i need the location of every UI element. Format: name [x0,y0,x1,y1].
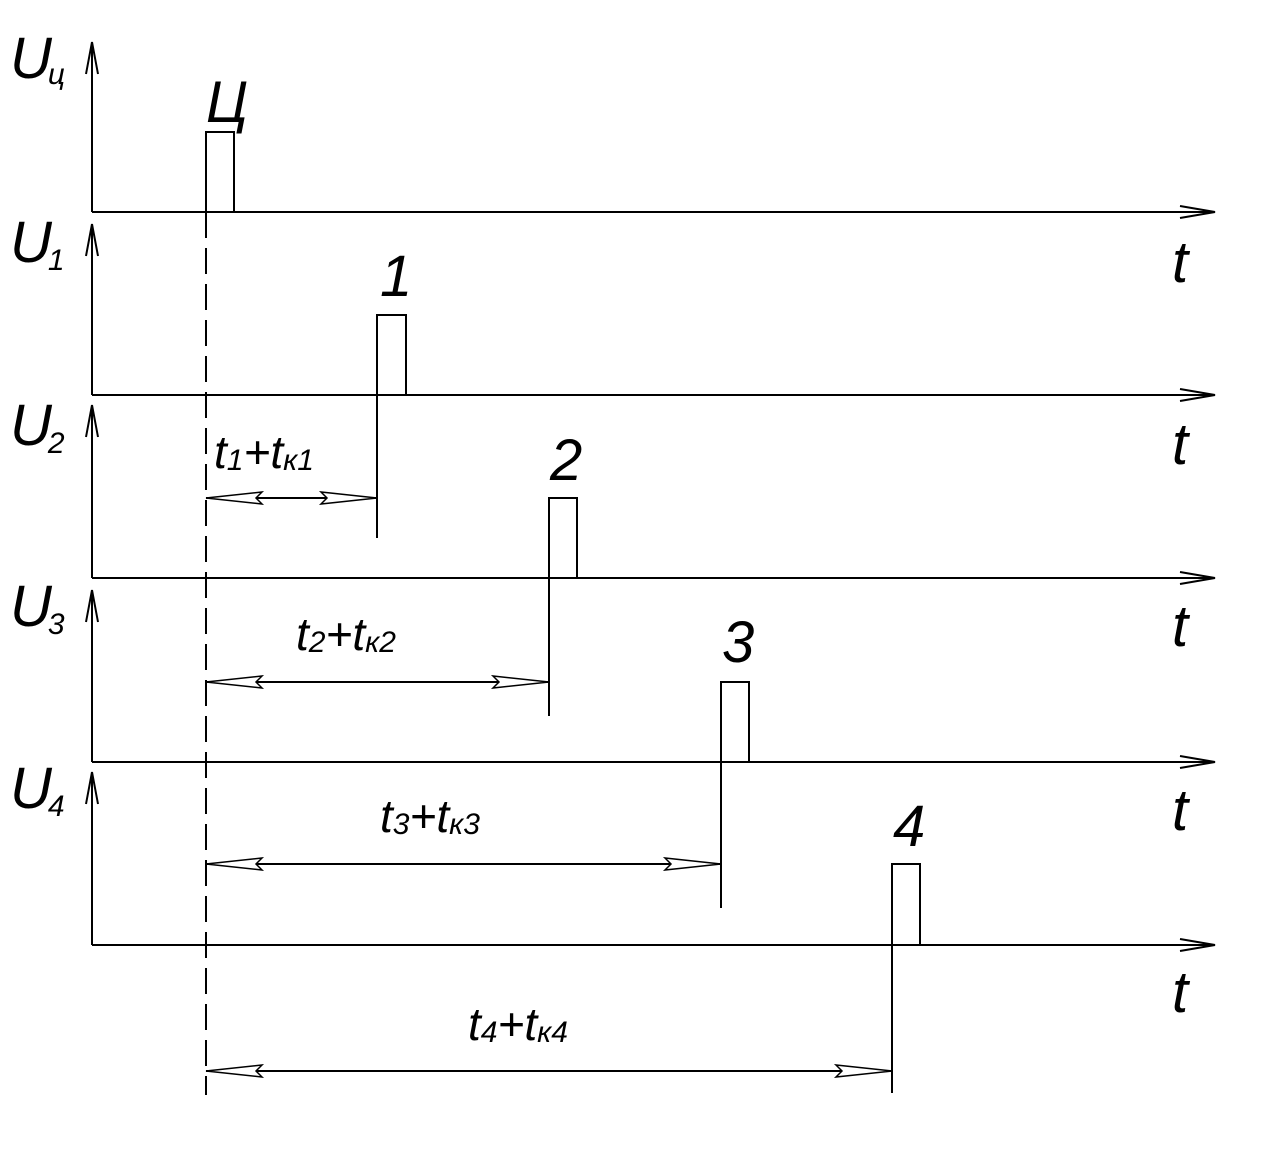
signal-label-c: Uц [10,26,65,91]
signal-row-1: U1 1 t [10,210,1216,538]
interval-2-arrow-right [490,675,550,689]
time-axis-arrow-4 [1179,938,1216,952]
signal-row-4: U4 4 t t [10,756,1216,1093]
signal-row-3: U3 3 t [10,574,1216,908]
y-axis-arrow-4 [85,771,99,805]
interval-1-arrow-left [205,491,265,505]
pulse-label-4: 4 [893,794,925,859]
interval-1-label: t1+tк1 [214,426,314,478]
time-axis-arrow-1 [1179,388,1216,402]
signal-row-c: Uц Ц [10,26,1216,219]
signal-label-3: U3 [10,574,65,641]
pulse-c [205,131,235,212]
time-axis-arrow-2 [1179,571,1216,585]
interval-2-label: t2+tк2 [296,608,396,660]
signal-label-2: U2 [10,393,65,460]
interval-4-arrow-right [833,1064,893,1078]
y-axis-arrow-3 [85,589,99,623]
interval-3-label: t3+tк3 [380,790,480,842]
interval-1-arrow-right [318,491,378,505]
time-axis-arrow-3 [1179,755,1216,769]
pulse-2 [548,497,578,578]
time-axis-arrow-c [1179,205,1216,219]
time-label-3: t [1172,778,1191,843]
interval-4-label: t4+tк4 [468,998,568,1050]
time-label-1: t [1172,412,1191,477]
pulse-label-1: 1 [380,244,412,309]
interval-3-arrow-right [662,857,722,871]
y-axis-arrow-1 [85,223,99,257]
time-label-c: t [1172,230,1191,295]
interval-2-arrow-left [205,675,265,689]
time-label-2: t [1172,594,1191,659]
pulse-1 [376,314,407,395]
signal-label-4: U4 [10,756,65,823]
interval-2: t2+tк2 [205,608,550,689]
y-axis-arrow-c [85,41,99,75]
pulse-label-2: 2 [549,428,582,493]
interval-4: t4+tк4 [205,998,893,1078]
pulse-label-c: Ц [206,70,248,135]
interval-3-arrow-left [205,857,265,871]
pulse-4 [891,863,921,945]
interval-1: t1+tк1 [205,426,378,505]
y-axis-arrow-2 [85,404,99,438]
interval-3: t3+tк3 [205,790,722,871]
signal-row-2: U2 2 t [10,393,1216,716]
interval-4-arrow-left [205,1064,265,1078]
time-label-4: t [1172,960,1191,1025]
pulse-3 [720,681,750,762]
pulse-label-3: 3 [722,610,754,675]
signal-label-1: U1 [10,210,65,277]
